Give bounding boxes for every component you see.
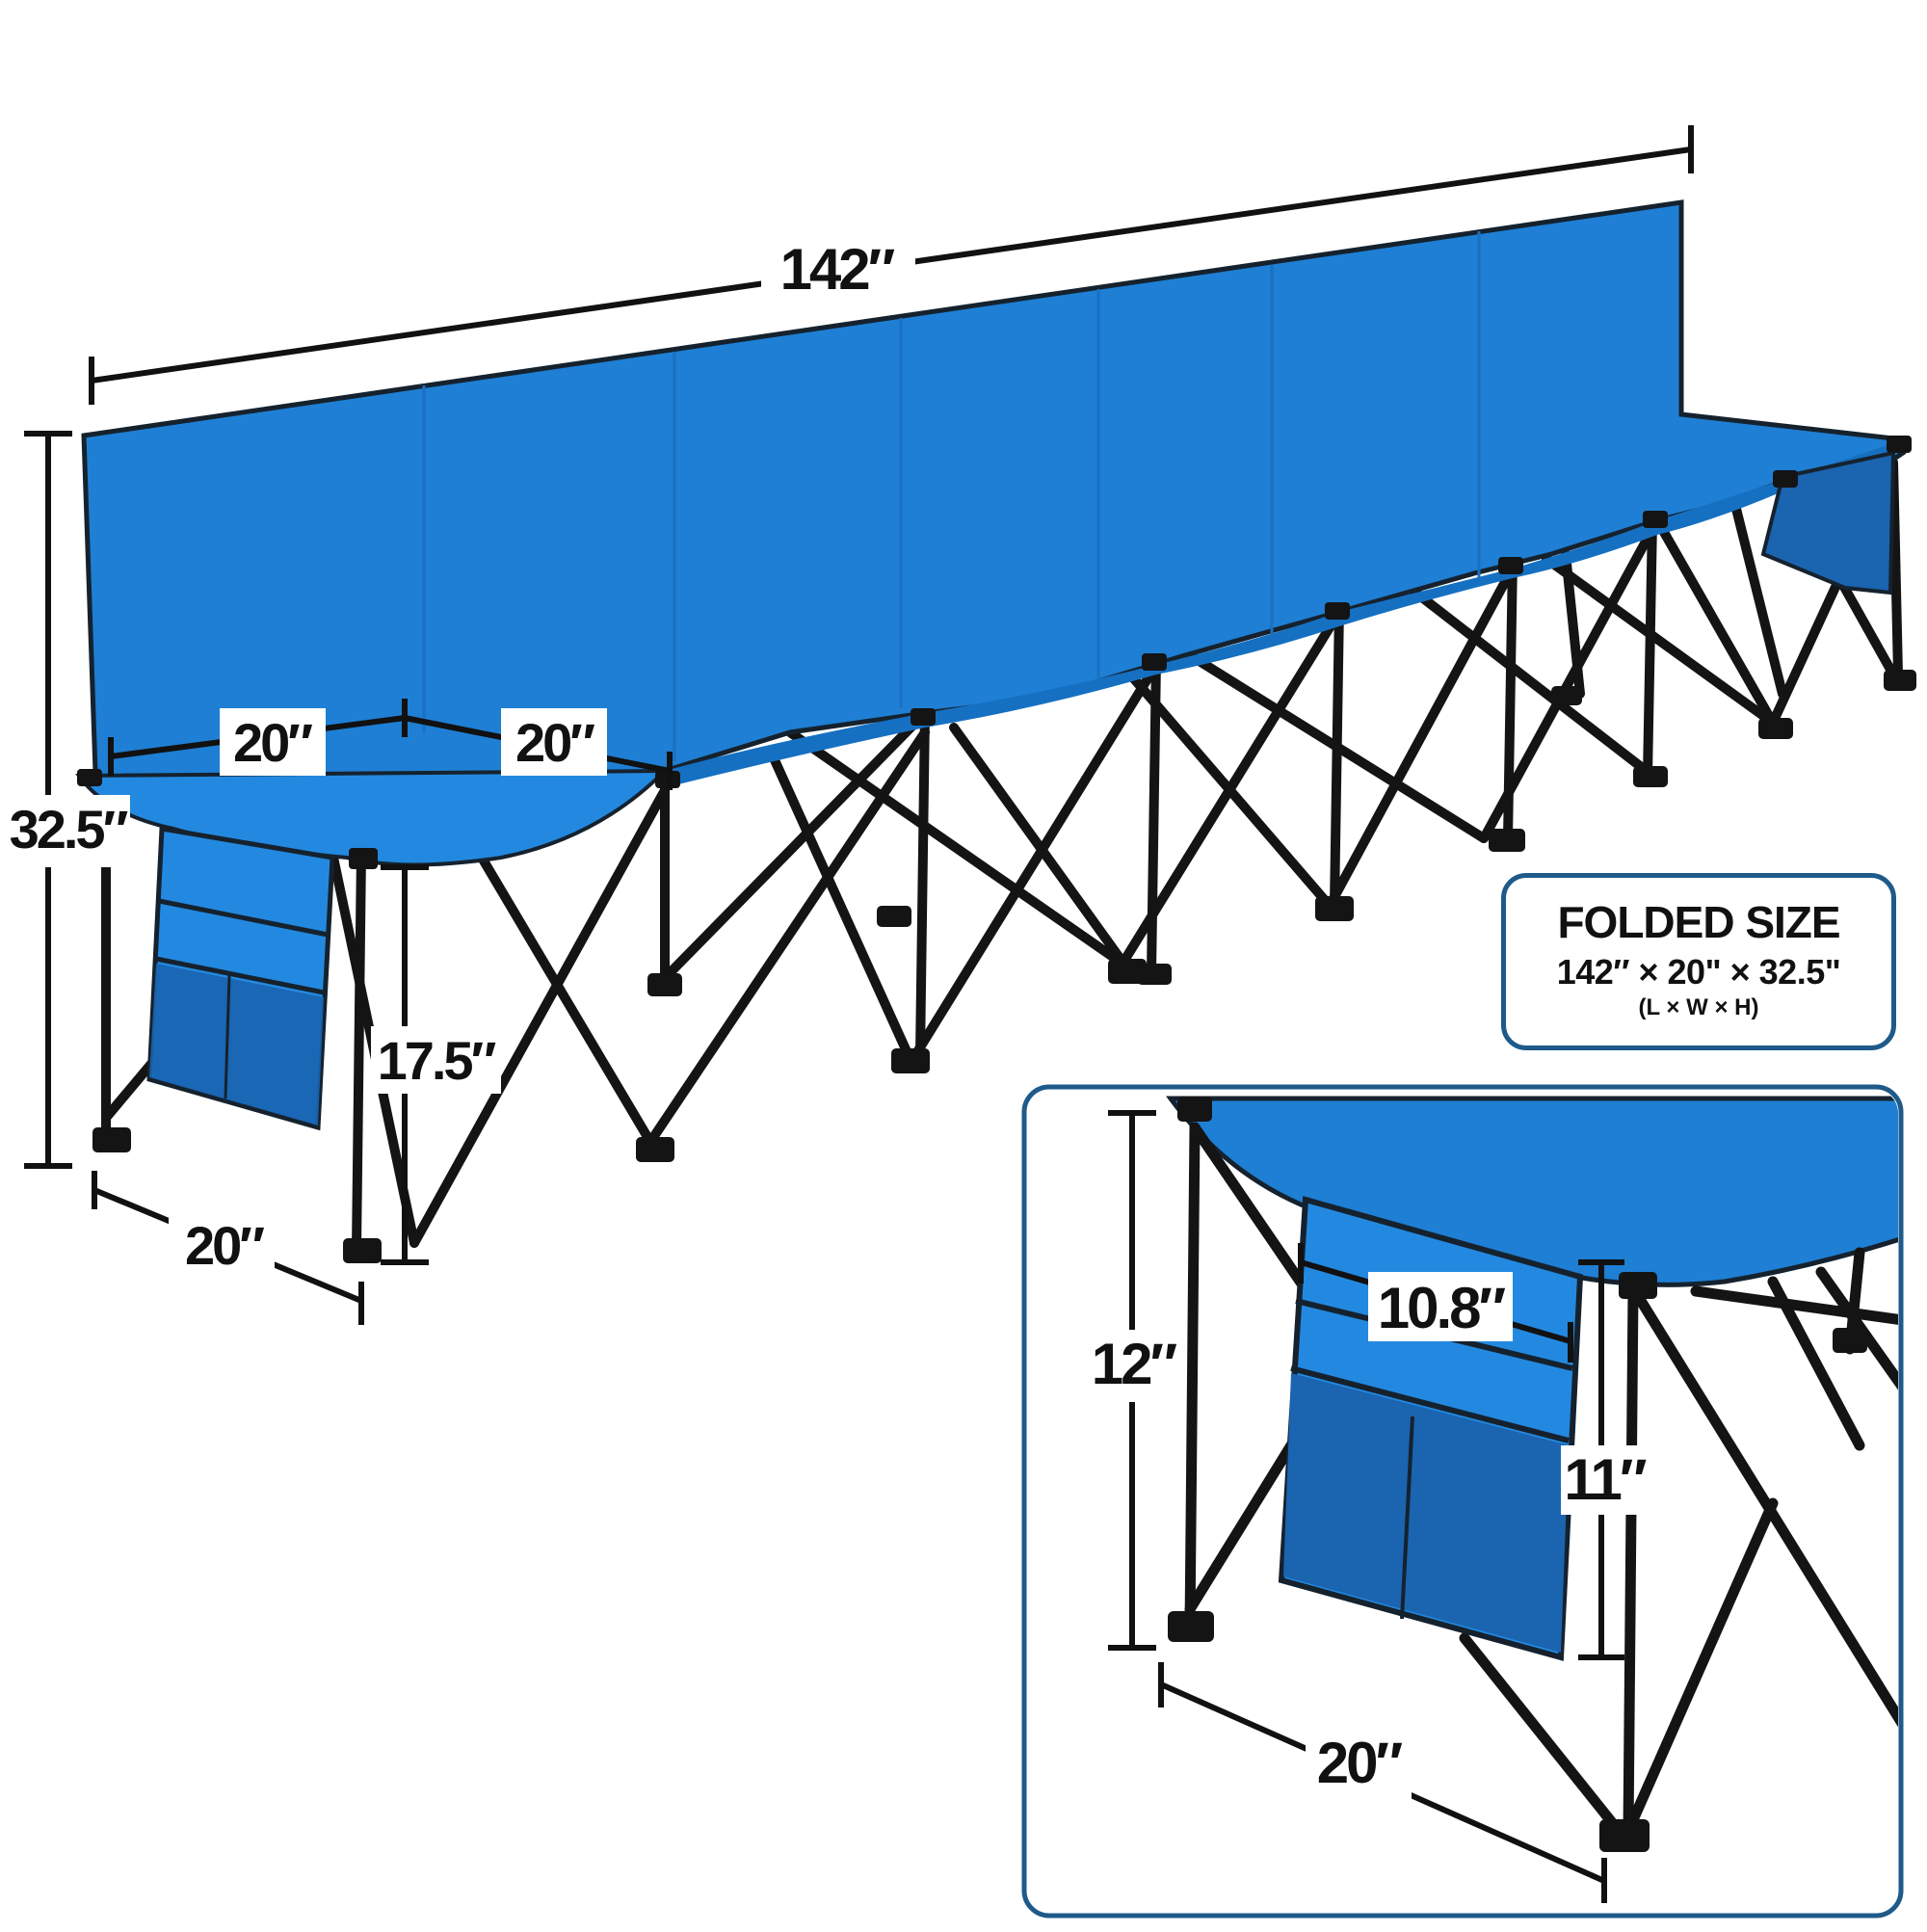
depth-label: 20″ [185, 1215, 264, 1276]
folded-size-axes: (L × W × H) [1638, 994, 1759, 1020]
seat-width-right-label: 20″ [515, 712, 594, 773]
pocket-height-label: 11″ [1564, 1447, 1646, 1512]
dimension-labels-main: 142″ 32.5″ 20″ 20″ 17.5″ 20″ [5, 231, 915, 1280]
dimension-labels-inset: 10.8″ 12″ 11″ 20″ [1087, 1272, 1650, 1799]
seat-edge-shadow [665, 443, 1893, 785]
folded-size-title: FOLDED SIZE [1557, 897, 1840, 947]
bench-main-view [75, 199, 1916, 1263]
inset-depth-label: 20″ [1317, 1731, 1403, 1795]
seat-brackets [77, 436, 1912, 869]
inset-detail-view: 10.8″ 12″ 11″ 20″ [1021, 1084, 1904, 1919]
side-pocket-main [146, 826, 335, 1131]
seat-width-left-label: 20″ [233, 712, 312, 773]
bench-feet [92, 670, 1916, 1263]
backrest-seams [422, 231, 1481, 761]
bench-frame [101, 458, 1903, 1253]
folded-size-box: FOLDED SIZE 142″ × 20" × 32.5" (L × W × … [1501, 873, 1896, 1050]
seat-height-label: 17.5″ [378, 1030, 496, 1091]
pocket-width-label: 10.8″ [1378, 1276, 1506, 1340]
length-label: 142″ [780, 237, 895, 302]
bench-end-panel [1760, 450, 1896, 595]
inset-seat-height-label: 12″ [1092, 1332, 1177, 1396]
folded-size-dimensions: 142″ × 20" × 32.5" [1556, 952, 1841, 992]
height-label: 32.5″ [10, 799, 128, 860]
